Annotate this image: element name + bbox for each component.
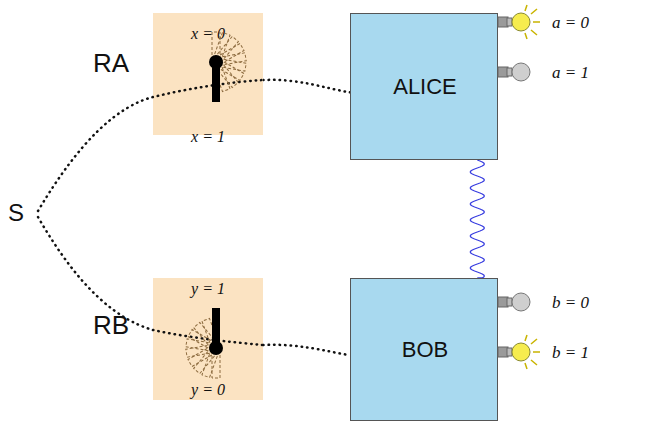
outcome-label: b = 1 [552,343,589,362]
unlit-bulb [498,63,530,81]
panel-label: RB [93,310,129,340]
party-box: BOB [350,278,498,421]
unlit-bulb [498,293,530,311]
outcome-label-wrap: a = 0 [552,13,589,33]
setting-panel: RAx = 0x = 1 [153,13,263,135]
panel-label-wrap: RA [93,48,143,79]
lever-switch [186,308,223,378]
outcome-label: b = 0 [552,293,589,312]
outcome-label: a = 1 [552,63,589,82]
party-name-wrap: ALICE [351,74,499,100]
lit-bulb [498,335,540,369]
party-name: ALICE [393,74,457,99]
setting-value-wrap: x = 0 [153,25,263,43]
outcome-label-wrap: b = 0 [552,293,589,313]
particle-path [263,80,350,93]
setting-panel: RBy = 1y = 0 [153,278,263,400]
setting-value: x = 0 [191,25,225,42]
lit-bulb [498,5,540,39]
particle-path [263,345,350,355]
setting-value: y = 1 [191,280,225,297]
setting-value-wrap: x = 1 [153,128,263,146]
source-label-wrap: S [8,199,24,227]
party-name-wrap: BOB [351,337,499,363]
entanglement-link [470,160,484,278]
party-name: BOB [402,337,448,362]
outcome-label-wrap: a = 1 [552,63,589,83]
panel-label-wrap: RB [93,310,143,341]
setting-value-wrap: y = 1 [153,280,263,298]
lever-switch [209,32,246,102]
particle-path [38,80,263,211]
panel-label: RA [93,48,129,78]
party-box: ALICE [350,13,498,160]
setting-value-wrap: y = 0 [153,381,263,399]
outcome-label-wrap: b = 1 [552,343,589,363]
setting-value: x = 1 [191,128,225,145]
particle-path [38,217,263,345]
source-label: S [8,199,24,226]
outcome-label: a = 0 [552,13,589,32]
setting-value: y = 0 [191,381,225,398]
